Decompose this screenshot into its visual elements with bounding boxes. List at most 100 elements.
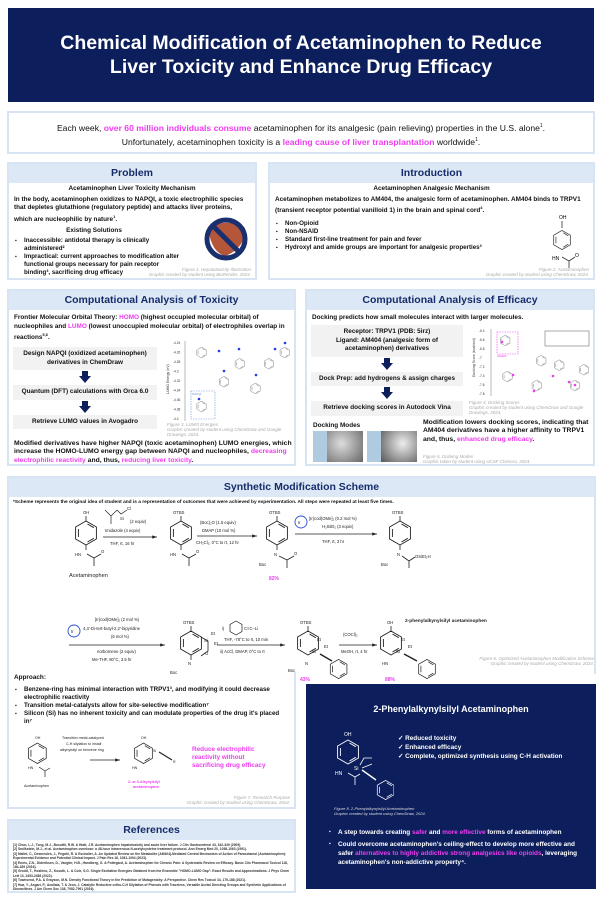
check-label: Reduced toxicity — [405, 735, 457, 742]
scheme-note: *Scheme represents the original idea of … — [13, 500, 394, 505]
conclusion-text: Modified derivatives have higher NAPQI (… — [14, 440, 292, 456]
figure-credit: Graphic created by student using ChemDra… — [334, 811, 426, 816]
reagent-text: ii) AcCl, DMAP, 0°C to rt — [220, 649, 265, 654]
intro-banner: Each week, over 60 million individuals c… — [7, 111, 595, 154]
atom-label: HN — [170, 552, 176, 557]
theory-text: (lowest unoccupied molecular orbital) of… — [14, 322, 285, 342]
toxicity-panel: Computational Analysis of Toxicity Front… — [7, 289, 296, 466]
outcome-item: Could overcome acetaminophen's ceiling-e… — [328, 840, 584, 867]
reagent-text: H₂SiEt₂ (3 equiv) — [322, 524, 354, 529]
citation: 5,6 — [42, 332, 48, 338]
atom-label: OTBS — [392, 510, 404, 515]
atom-label: OH — [141, 736, 147, 740]
workflow-step: Retrieve docking scores in Autodock Vina — [311, 401, 463, 416]
product-label: 2- or 3-Alkynylsilyl — [128, 780, 160, 784]
atom-label: Et — [214, 641, 219, 646]
atom-label: HN — [382, 661, 388, 666]
figure-credit: Graphic taken by student using UCSF Chim… — [423, 459, 531, 464]
conclusion-text: Modification lowers docking scores, indi… — [423, 419, 589, 443]
workflow-step: Quantum (DFT) calculations with Orca 6.0 — [13, 385, 157, 400]
outcome-text: forms of acetaminophen — [485, 829, 562, 836]
atom-label: Si — [354, 766, 358, 772]
citation: 1 — [475, 136, 478, 143]
solutions-title: Existing Solutions — [66, 226, 122, 234]
goal-text: Reduce electrophilic — [192, 746, 255, 753]
introduction-panel: Introduction Acetaminophen Analgesic Mec… — [268, 162, 595, 280]
atom-label: OTBS — [269, 510, 281, 515]
atom-label: N — [397, 552, 400, 557]
atom-label: O — [196, 549, 200, 554]
property-item: Hydroxyl and amide groups are important … — [275, 244, 530, 252]
atom-label: Et — [211, 631, 216, 636]
figure-credit: Graphic created by student using ChemDra… — [167, 427, 282, 437]
outcome-highlight: safer — [411, 829, 428, 836]
theory-text: (highest occupied molecular orbital) of … — [14, 314, 259, 330]
solution-item: Impractical: current approaches to modif… — [14, 253, 186, 277]
reference-item: [2] Smilkstein, M.J., et al. Acetaminoph… — [13, 847, 247, 852]
workflow-step: Retrieve LUMO values in Avogadro — [13, 414, 157, 429]
check-label: Enhanced efficacy — [405, 744, 462, 751]
atom-label: OTBS — [183, 620, 195, 625]
down-arrow-icon — [79, 371, 91, 383]
y-tick-label: -7.4 — [479, 374, 485, 378]
conclusion-text: . — [191, 456, 194, 464]
reagent-text: (COCl)₂ — [343, 632, 358, 637]
approach-title: Approach: — [14, 674, 46, 681]
workflow-step: Design NAPQI (oxidized acetaminophen) de… — [13, 347, 157, 370]
atom-label: Si — [312, 649, 316, 654]
am404-label: AM404 — [497, 354, 507, 358]
reference-item: [3] Mallet, C., Desmeules, J., Pegahi, R… — [13, 851, 287, 861]
atom-label: N — [274, 552, 277, 557]
atom-label: R — [173, 760, 176, 764]
reagent-text: Me-THF, 80°C, 3.5 hr — [92, 657, 132, 662]
down-arrow-icon — [381, 387, 393, 399]
atom-label: Si — [120, 516, 124, 521]
napqi-label: NAPQI — [192, 392, 202, 396]
y-tick-label: -4.32 — [173, 379, 180, 383]
atom-label: Boc — [259, 562, 266, 567]
conclusion-highlight: enhanced drug efficacy — [457, 435, 533, 443]
docking-mode-image — [367, 431, 417, 462]
down-arrow-icon — [381, 357, 393, 370]
atom-label: N — [188, 661, 191, 666]
reagent-text: [Ir(cod)OMe]₂ (2 mol %) — [95, 617, 140, 622]
property-item: Standard first-line treatment for pain a… — [275, 236, 530, 244]
solution-item: Inaccessible: antidotal therapy is clini… — [14, 237, 186, 253]
y-tick-label: -4.3 — [173, 370, 179, 374]
atom-label: HN — [132, 766, 138, 770]
approach-item: Silicon (Si) has no inherent toxicity an… — [14, 710, 284, 726]
no-liver-icon — [204, 217, 248, 261]
y-tick-label: -6.8 — [479, 347, 485, 351]
check-item: ✓ Reduced toxicity — [398, 735, 457, 742]
theory-label: Frontier Molecular Orbital Theory: — [14, 314, 120, 321]
reference-item: [5] Grodd, T., Hoshino, Z., Kosuth, L. &… — [13, 869, 290, 878]
y-tick-label: -4.38 — [173, 408, 180, 412]
panel-subtitle: Acetaminophen Analgesic Mechanism — [373, 185, 490, 192]
atom-label: O — [101, 549, 105, 554]
yield-label: 88% — [385, 677, 396, 683]
reagent-text: THF, rt, 16 hr — [110, 541, 135, 546]
atom-label: Ir — [71, 629, 74, 634]
reagent-text: (2 equiv) — [130, 519, 147, 524]
intro-text: worldwide — [434, 136, 476, 147]
efficacy-panel: Computational Analysis of Efficacy Docki… — [305, 289, 595, 466]
figure-credit: Graphic created by student using ChemDra… — [469, 405, 584, 415]
atom-label: OSiEt₂H — [415, 554, 431, 559]
reference-item: [1] Chun, L.J., Tong, M.J., Busuttil, R.… — [13, 843, 242, 847]
outcome-text: and — [427, 829, 443, 836]
atom-label: Ir — [298, 520, 301, 525]
intro-highlight: over 60 million individuals consume — [103, 122, 252, 133]
reagent-text: norbornene (2 equiv) — [97, 649, 136, 654]
atom-label: Et — [324, 644, 329, 649]
atom-label: HN — [552, 256, 560, 262]
intro-text: Each week, — [56, 122, 104, 133]
y-tick-label: -4.28 — [173, 360, 180, 364]
outcome-text: A step towards creating — [338, 829, 412, 836]
atom-label: Si — [396, 649, 400, 654]
reagent-text: THF, -78°C to rt, 10 min — [224, 637, 269, 642]
intro-text: . Unfortunately, acetaminophen toxicity … — [121, 122, 546, 147]
reagent-text: MeOH, rt, 4 hr — [341, 649, 368, 654]
y-tick-label: -4.26 — [173, 351, 180, 355]
